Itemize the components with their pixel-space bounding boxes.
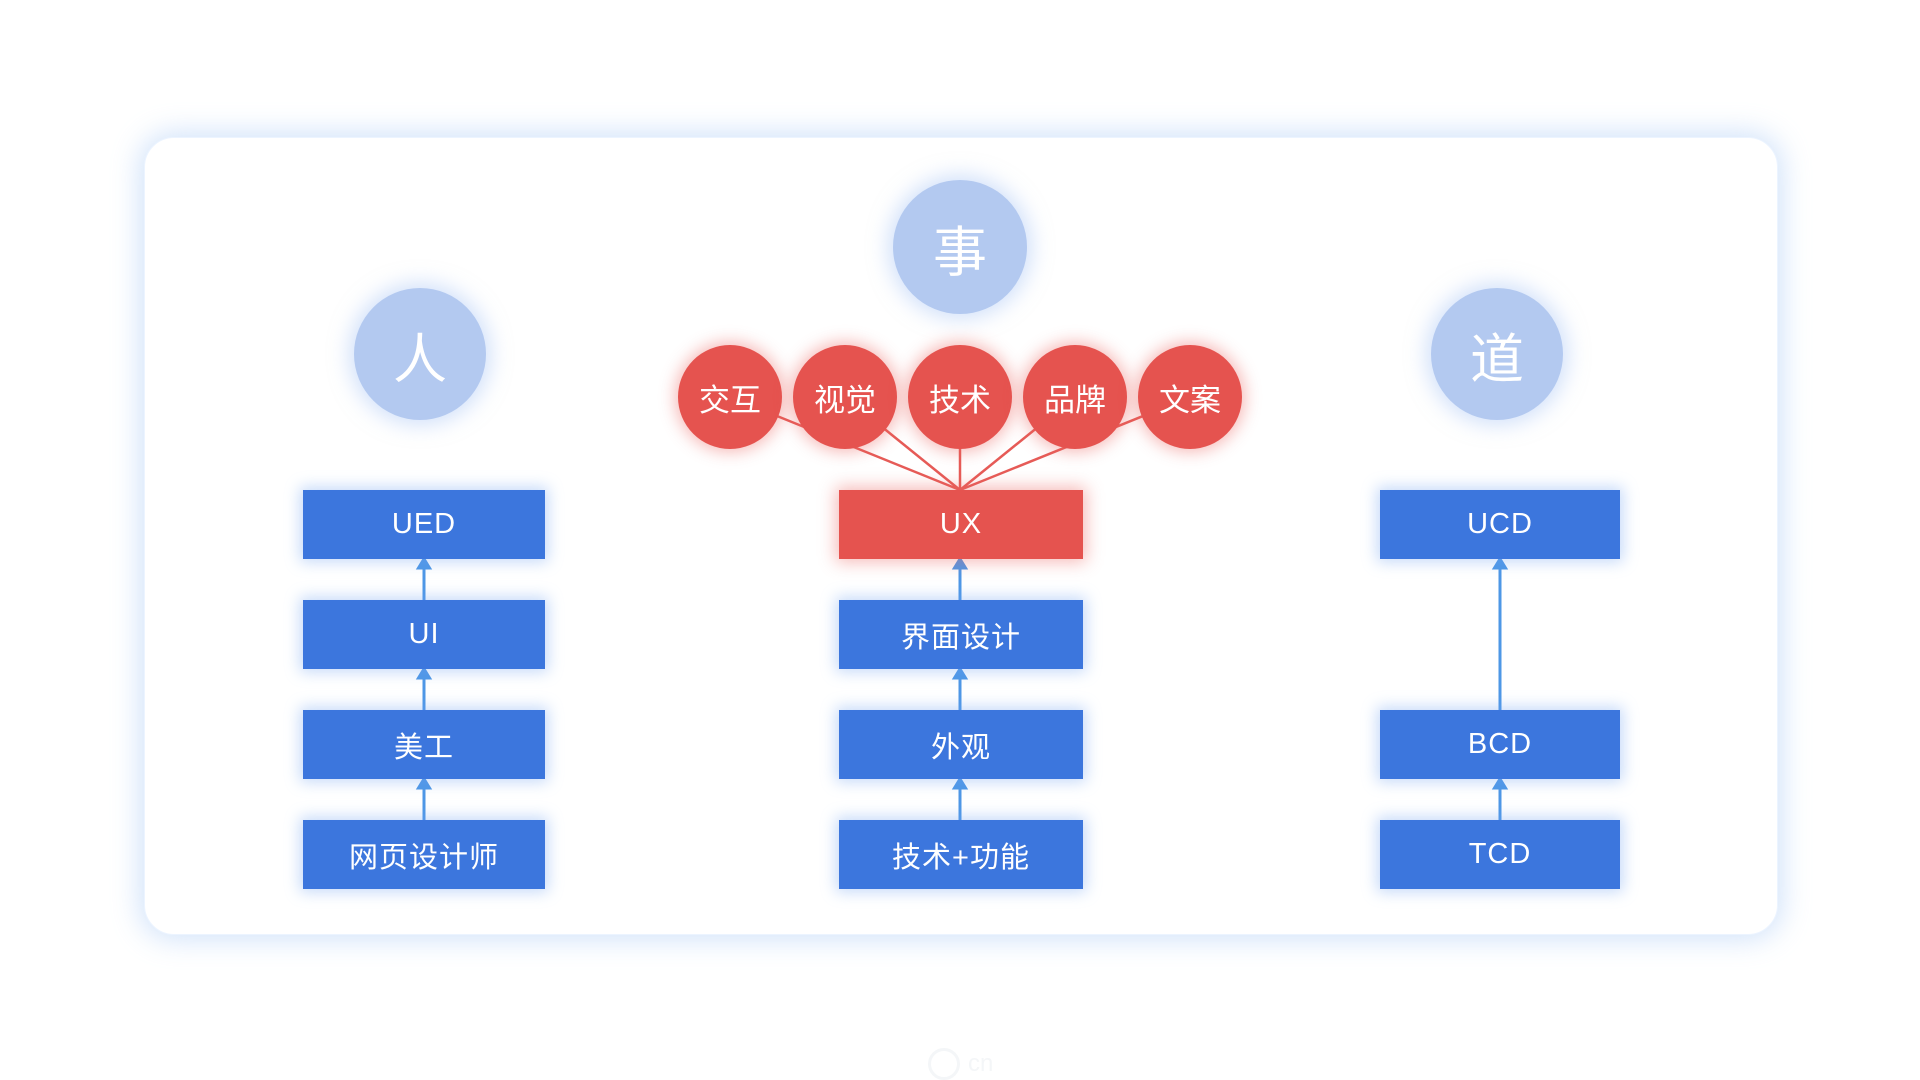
box-ued: UED	[303, 490, 545, 559]
concept-circle-shi: 事	[893, 180, 1027, 314]
box-tcd: TCD	[1380, 820, 1620, 889]
concept-circle-ren-label: 人	[393, 329, 447, 390]
factor-circle-brand: 品牌	[1023, 345, 1127, 449]
factor-label: 视觉	[814, 382, 876, 418]
box-label: 界面设计	[900, 621, 1021, 654]
box-label: UX	[939, 508, 983, 540]
concept-circle-ren: 人	[354, 288, 486, 420]
concept-circle-shi-label: 事	[933, 222, 987, 283]
factor-circle-technology: 技术	[908, 345, 1012, 449]
box-label: 美工	[393, 731, 454, 764]
concept-circle-dao-label: 道	[1470, 329, 1524, 390]
factor-circle-interaction: 交互	[678, 345, 782, 449]
box-label: UCD	[1467, 508, 1533, 540]
box-ui: UI	[303, 600, 545, 669]
box-label: 网页设计师	[348, 841, 499, 874]
box-appearance: 外观	[839, 710, 1083, 779]
factor-circle-visual: 视觉	[793, 345, 897, 449]
factor-label: 品牌	[1044, 382, 1106, 418]
box-ux: UX	[839, 490, 1083, 559]
factor-label: 文案	[1159, 382, 1221, 418]
factor-circle-copywriting: 文案	[1138, 345, 1242, 449]
box-bcd: BCD	[1380, 710, 1620, 779]
box-label: 技术+功能	[892, 841, 1030, 874]
box-label: UED	[391, 508, 457, 540]
box-label: BCD	[1467, 728, 1533, 760]
box-tech-function: 技术+功能	[839, 820, 1083, 889]
box-art-worker: 美工	[303, 710, 545, 779]
watermark-logo-icon	[928, 1048, 960, 1080]
box-interface-design: 界面设计	[839, 600, 1083, 669]
factor-label: 技术	[929, 382, 991, 418]
box-label: UI	[408, 618, 440, 650]
box-label: TCD	[1468, 838, 1532, 870]
concept-circle-dao: 道	[1431, 288, 1563, 420]
watermark: cn	[928, 1048, 993, 1080]
box-web-designer: 网页设计师	[303, 820, 545, 889]
factor-label: 交互	[699, 382, 761, 418]
box-label: 外观	[930, 731, 991, 764]
box-ucd: UCD	[1380, 490, 1620, 559]
watermark-text: cn	[968, 1050, 994, 1077]
